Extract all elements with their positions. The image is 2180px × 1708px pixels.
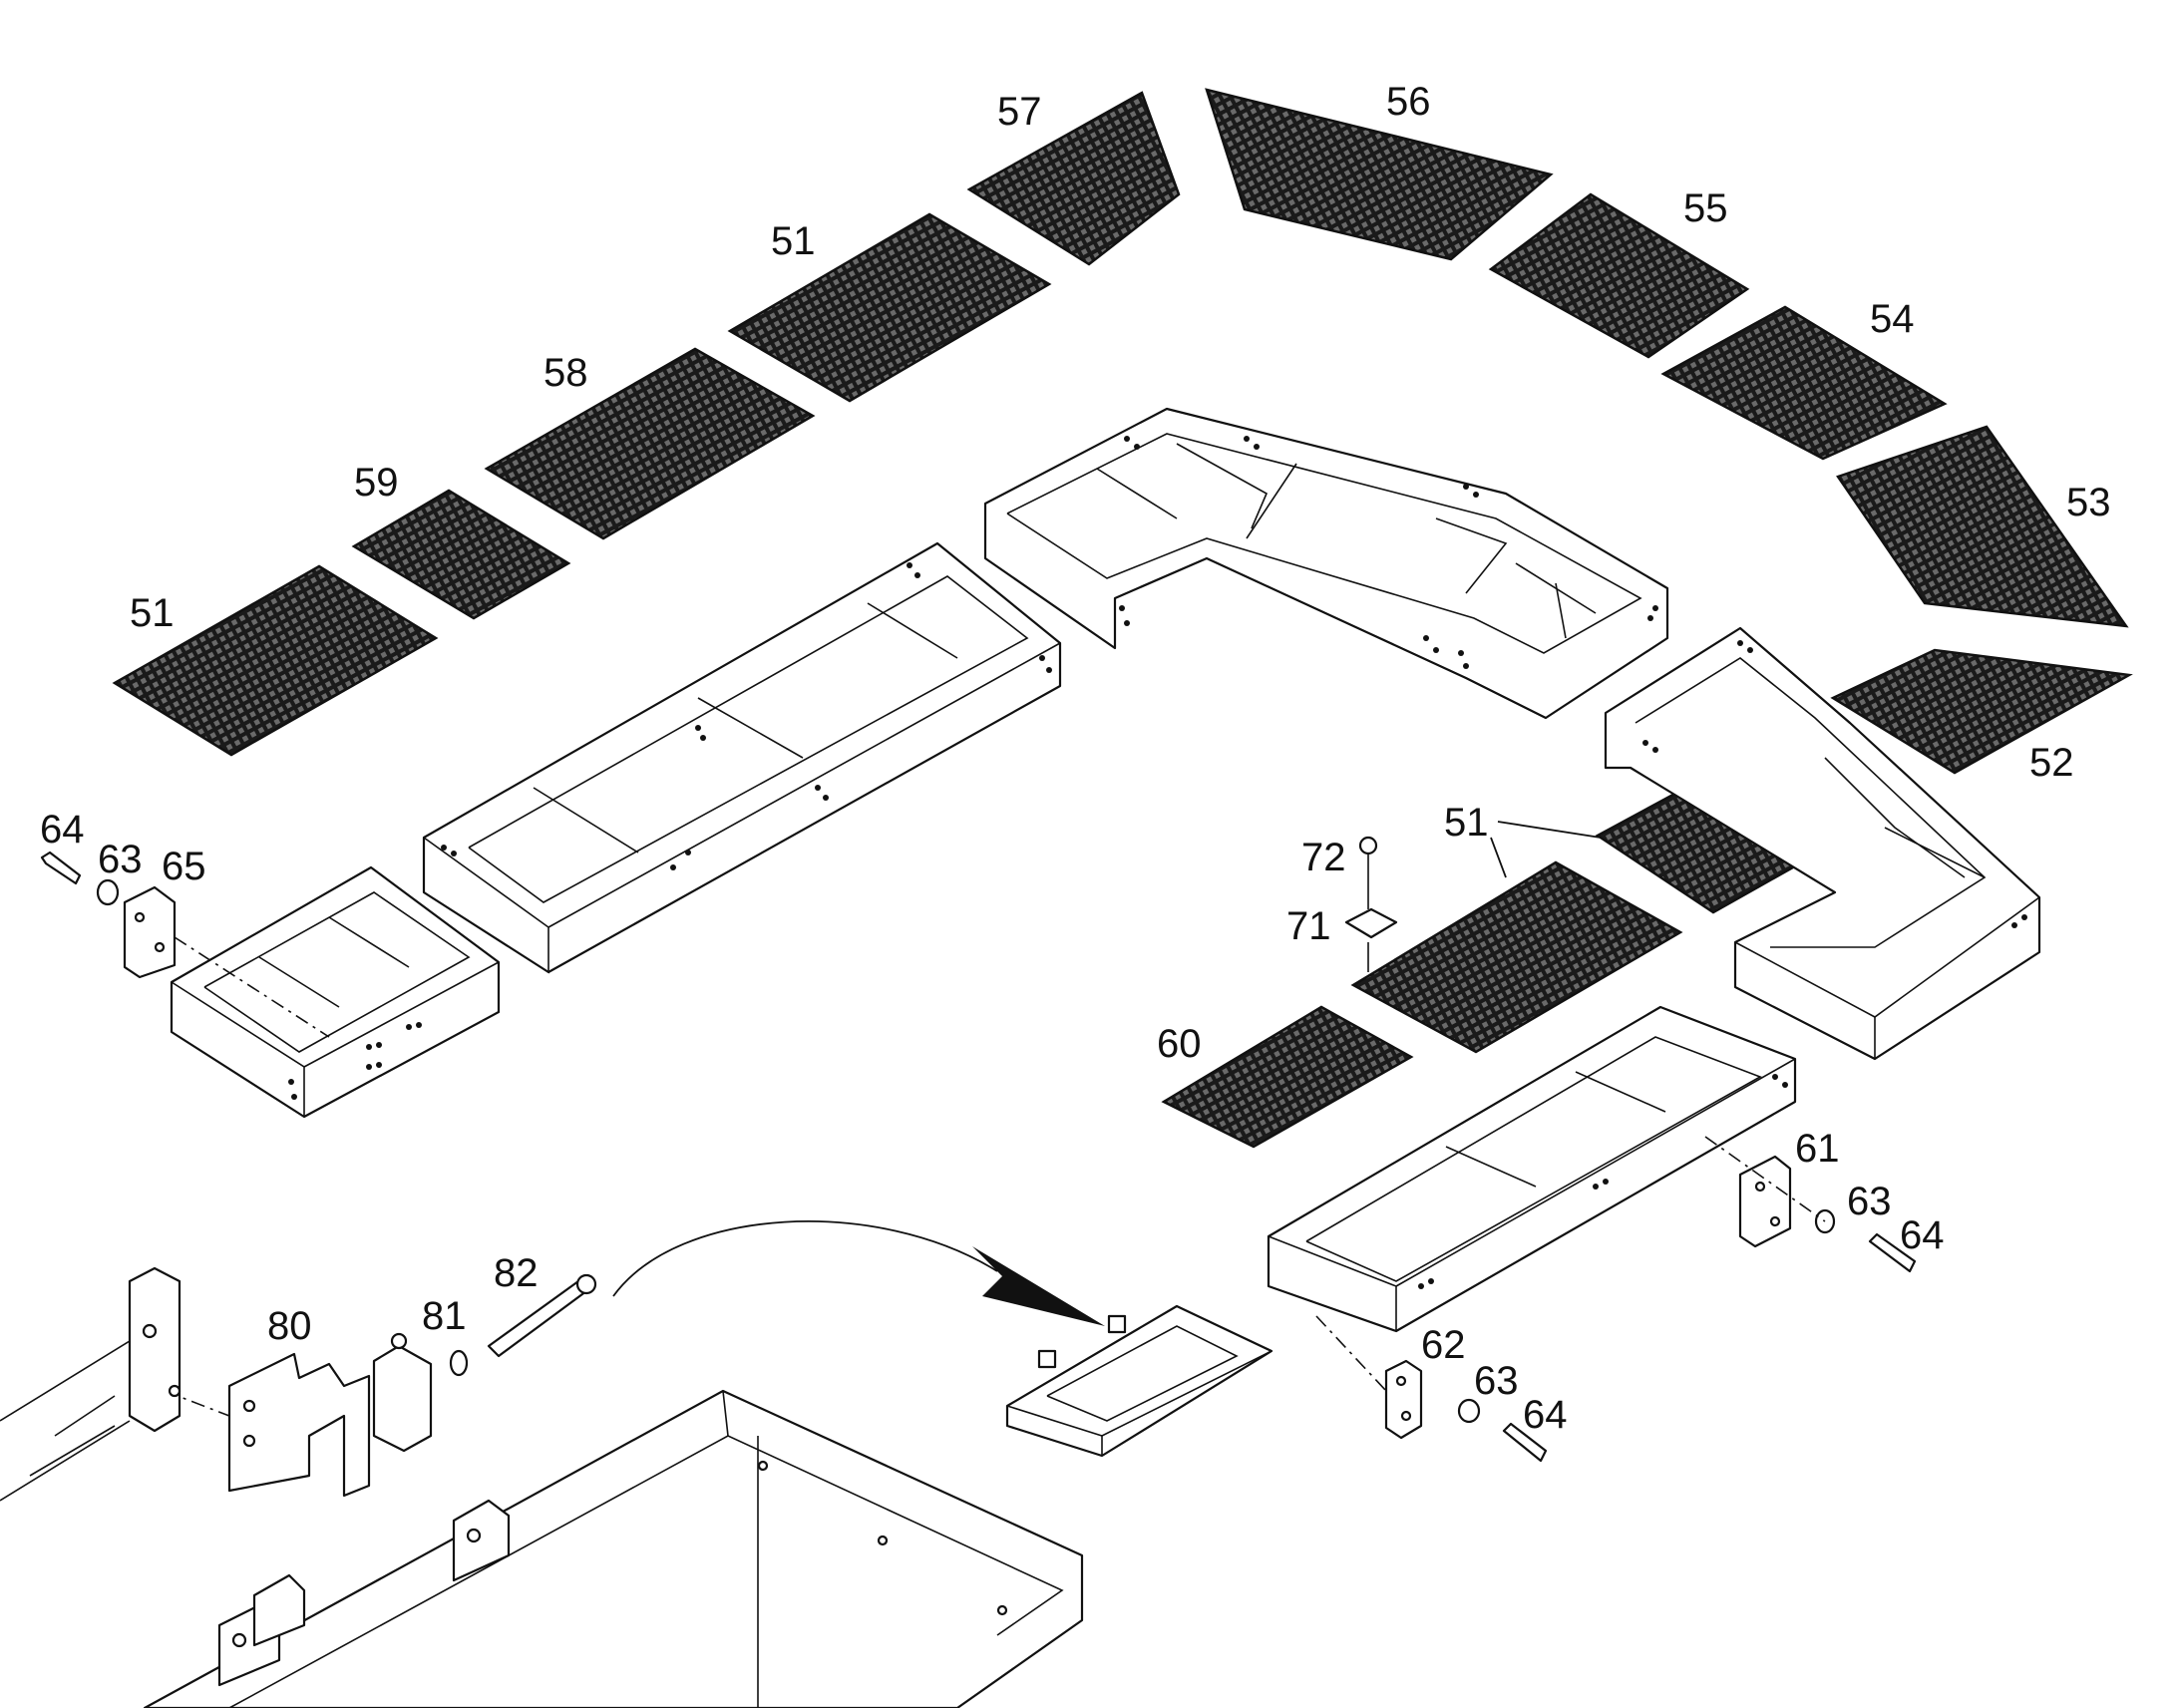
callout-51-mid: 51 <box>1444 801 1489 845</box>
grating-panel-57 <box>966 91 1181 266</box>
hardware <box>0 836 1917 1708</box>
callout-72: 72 <box>1301 836 1346 879</box>
callout-62: 62 <box>1421 1323 1466 1367</box>
callout-arrowhead <box>972 1246 1105 1326</box>
pad-71 <box>1344 907 1398 939</box>
callout-51-top: 51 <box>771 219 816 263</box>
callout-82: 82 <box>494 1251 539 1295</box>
callout-57: 57 <box>997 90 1042 134</box>
chassis-frame <box>143 1389 1084 1708</box>
callout-59: 59 <box>354 461 399 505</box>
grating-panel-54 <box>1660 305 1948 461</box>
callout-80: 80 <box>267 1304 312 1348</box>
plate-65 <box>123 885 177 979</box>
grating-panel-51-mid <box>1350 860 1683 1054</box>
callout-55: 55 <box>1683 186 1728 230</box>
plate-62 <box>1384 1359 1423 1440</box>
battery-tray <box>1005 1304 1273 1458</box>
grating-panel-60 <box>1161 1005 1414 1149</box>
callout-60: 60 <box>1157 1022 1202 1066</box>
callout-52: 52 <box>2029 741 2074 785</box>
mount-block <box>128 1266 182 1433</box>
callout-63-r1: 63 <box>1847 1180 1892 1223</box>
grating-panel-51-left <box>112 564 439 757</box>
right-long-frame <box>1267 1005 1797 1333</box>
grating-panel-55 <box>1488 192 1750 359</box>
callout-56: 56 <box>1386 80 1431 124</box>
grating-panel-59 <box>351 489 571 620</box>
callout-64-r1: 64 <box>1900 1213 1945 1257</box>
callout-53: 53 <box>2066 481 2111 524</box>
washer-63-left <box>96 878 120 906</box>
grating-panel-58 <box>484 347 816 540</box>
bolt-64-left <box>40 851 82 885</box>
right-curved-frame <box>1604 626 2041 1061</box>
grating-panel-51-top <box>727 212 1052 403</box>
bolt-64-r2 <box>1502 1422 1548 1463</box>
switch-81 <box>372 1344 433 1453</box>
grating-panel-53 <box>1836 425 2129 628</box>
grating-panel-52 <box>1830 648 2133 775</box>
callout-64-r2: 64 <box>1523 1393 1568 1437</box>
plate-61 <box>1738 1155 1792 1248</box>
callout-54: 54 <box>1870 297 1915 341</box>
callout-63-r2: 63 <box>1474 1359 1519 1403</box>
callout-58: 58 <box>544 351 588 395</box>
callout-61: 61 <box>1795 1127 1840 1171</box>
callout-71: 71 <box>1286 904 1331 948</box>
callout-65: 65 <box>162 845 206 888</box>
bracket-80 <box>227 1352 371 1498</box>
callout-arrow-curve <box>612 1220 998 1297</box>
callout-63-left: 63 <box>98 838 143 881</box>
leader-lines <box>1490 821 1602 878</box>
bolt-64-r1 <box>1868 1232 1917 1273</box>
callout-51-left: 51 <box>130 591 175 635</box>
callout-64-left: 64 <box>40 808 85 852</box>
grating-panel-56 <box>1205 88 1554 261</box>
callout-81: 81 <box>422 1294 467 1338</box>
washer-63-r2 <box>1457 1398 1481 1424</box>
left-short-frame <box>170 865 501 1119</box>
top-curved-frame <box>983 407 1669 720</box>
left-long-frame <box>422 541 1062 974</box>
callout-labels: 57 56 55 54 53 52 51 58 59 51 51 72 71 6… <box>40 80 2111 1437</box>
